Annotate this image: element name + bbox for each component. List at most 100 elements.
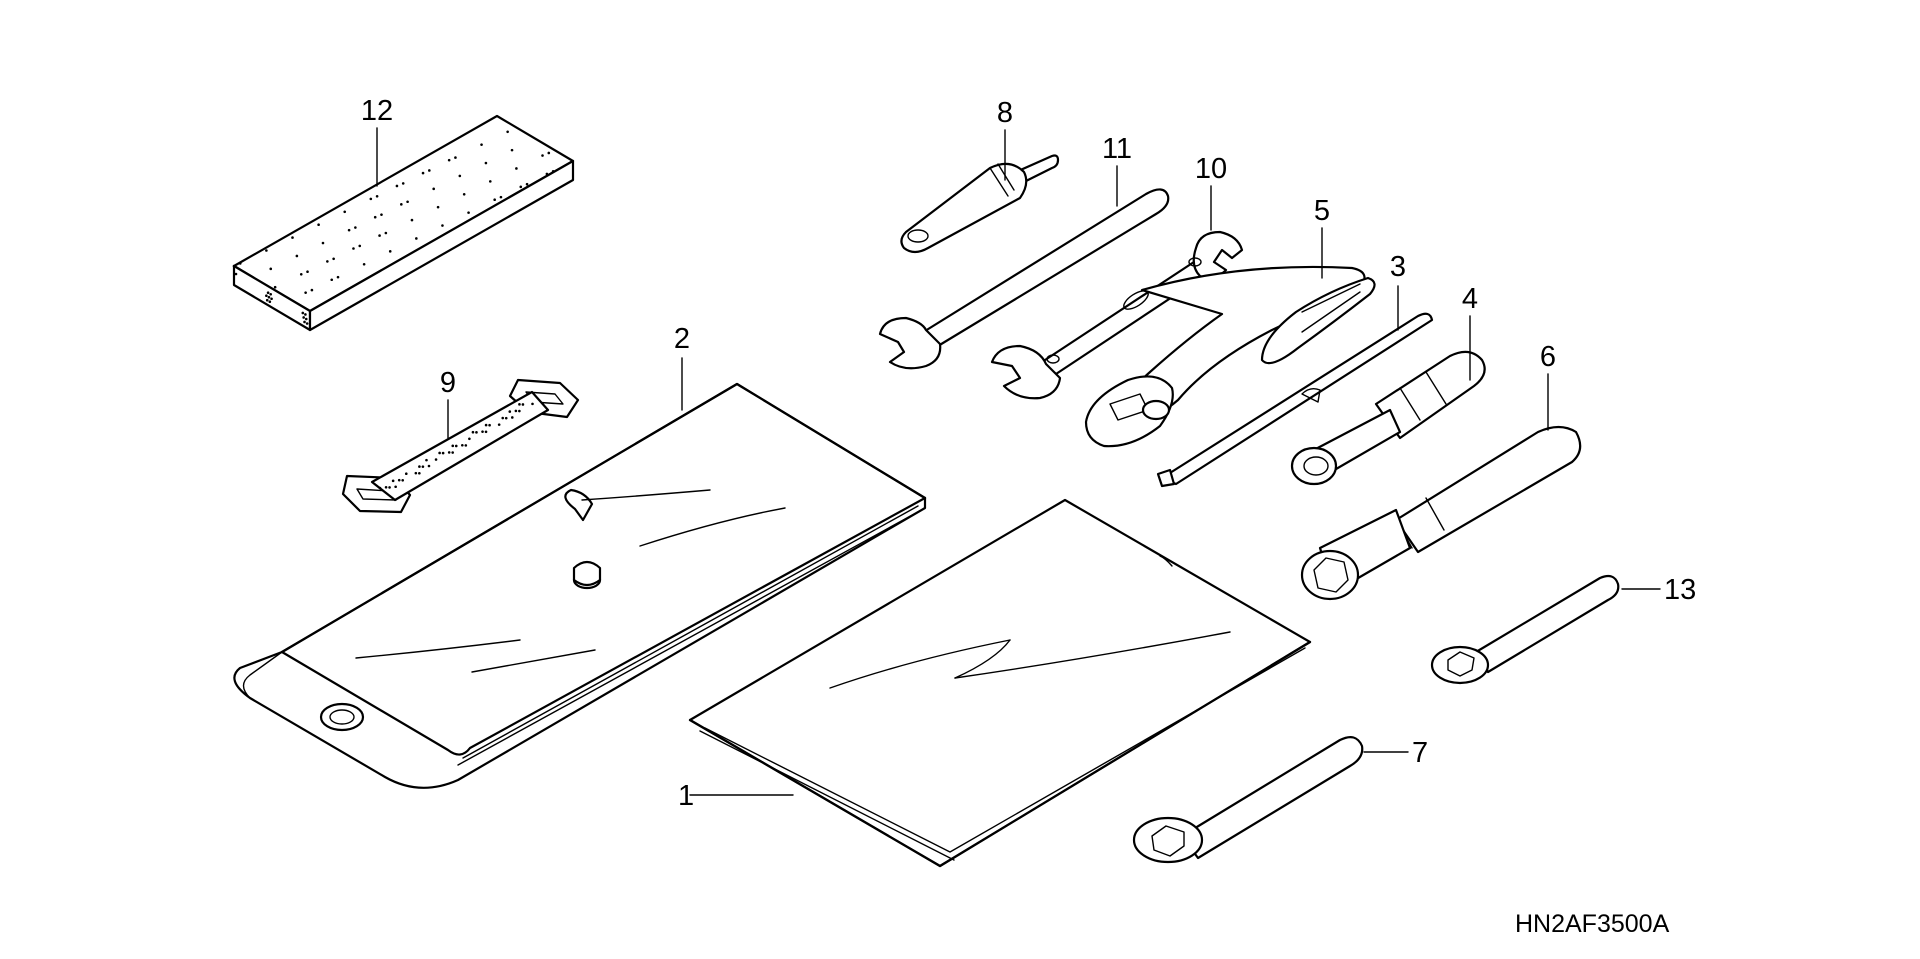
texture-dot xyxy=(441,451,445,455)
texture-dot xyxy=(499,195,503,199)
texture-dot xyxy=(295,254,299,258)
texture-dot xyxy=(384,486,388,489)
part-2-tool-bag xyxy=(233,382,927,789)
texture-dot xyxy=(267,295,271,299)
texture-dot xyxy=(358,244,362,248)
texture-dot xyxy=(481,430,484,433)
texture-dot xyxy=(394,485,397,489)
texture-dot xyxy=(332,257,335,261)
texture-dot xyxy=(531,402,534,406)
texture-dot xyxy=(238,262,242,265)
texture-dot xyxy=(418,465,421,468)
callout-9: 9 xyxy=(440,367,456,399)
texture-dot xyxy=(347,228,351,232)
callout-7: 7 xyxy=(1412,737,1428,769)
texture-dot xyxy=(421,171,425,175)
texture-dot xyxy=(484,423,488,427)
texture-dot xyxy=(428,169,431,172)
texture-dot xyxy=(447,451,451,454)
texture-dot xyxy=(273,285,277,289)
texture-dot xyxy=(461,443,464,447)
texture-dot xyxy=(354,226,357,229)
texture-dot xyxy=(234,272,238,276)
texture-dot xyxy=(432,187,435,191)
texture-dot xyxy=(427,464,431,468)
texture-dot xyxy=(310,288,314,292)
texture-dot xyxy=(326,260,329,263)
texture-dot xyxy=(265,249,268,252)
part-9-strap xyxy=(341,378,580,514)
texture-dot xyxy=(265,294,268,298)
texture-dot xyxy=(305,322,309,325)
texture-dot xyxy=(504,416,508,420)
texture-dot xyxy=(232,264,236,268)
texture-dot xyxy=(514,409,518,413)
texture-dot xyxy=(545,172,549,176)
texture-dot xyxy=(421,465,425,468)
texture-dot xyxy=(391,479,395,483)
callout-10: 10 xyxy=(1195,153,1227,185)
texture-dot xyxy=(352,247,355,250)
texture-dot xyxy=(362,262,366,266)
texture-dot xyxy=(265,298,269,302)
texture-dot xyxy=(467,211,470,214)
part-12-foam-pad xyxy=(232,114,575,332)
part-1-pouch xyxy=(688,498,1312,868)
texture-dot xyxy=(497,423,501,426)
texture-dot xyxy=(343,210,347,214)
texture-dot xyxy=(303,320,306,324)
texture-dot xyxy=(451,451,454,454)
callout-12: 12 xyxy=(361,95,393,127)
texture-dot xyxy=(301,311,305,315)
texture-dot xyxy=(501,416,505,420)
texture-dot xyxy=(475,431,478,434)
texture-dot xyxy=(454,444,458,448)
texture-dot xyxy=(397,478,401,482)
texture-dot xyxy=(401,478,405,482)
texture-dot xyxy=(521,403,525,406)
callout-1: 1 xyxy=(678,780,694,812)
callout-13: 13 xyxy=(1664,574,1696,606)
texture-dot xyxy=(508,410,512,413)
texture-dot xyxy=(418,471,421,475)
texture-dot xyxy=(434,458,438,461)
texture-dot xyxy=(510,148,514,152)
leader-lines xyxy=(376,127,1661,796)
texture-dot xyxy=(488,180,492,183)
callout-6: 6 xyxy=(1540,341,1556,373)
texture-dot xyxy=(384,231,388,235)
texture-dot xyxy=(541,154,544,157)
texture-dot xyxy=(380,213,383,216)
texture-dot xyxy=(270,297,273,301)
texture-dot xyxy=(395,184,399,188)
texture-dot xyxy=(302,316,305,319)
callout-11: 11 xyxy=(1102,133,1132,165)
texture-dot xyxy=(480,143,483,146)
texture-dot xyxy=(447,158,451,162)
callout-4: 4 xyxy=(1462,283,1478,315)
texture-dot xyxy=(268,300,272,304)
texture-dot xyxy=(269,267,273,271)
texture-dot xyxy=(493,198,496,202)
texture-dot xyxy=(510,416,514,419)
texture-dot xyxy=(266,291,270,295)
texture-dot xyxy=(551,170,555,173)
texture-dot xyxy=(269,292,272,296)
texture-dot xyxy=(519,185,523,189)
texture-dot xyxy=(306,270,309,274)
texture-dot xyxy=(441,224,444,227)
texture-dot xyxy=(515,167,518,170)
part-7-spanner xyxy=(1132,735,1364,864)
texture-dot xyxy=(454,156,457,159)
texture-dot xyxy=(425,458,428,462)
part-11-wrench xyxy=(878,188,1170,370)
texture-dot xyxy=(304,291,307,294)
texture-dot xyxy=(330,278,334,282)
texture-dot xyxy=(373,215,377,219)
texture-dot xyxy=(378,486,382,490)
texture-dot xyxy=(415,237,418,240)
part-6-box-wrench xyxy=(1300,425,1582,601)
texture-dot xyxy=(458,174,462,178)
texture-dot xyxy=(401,182,405,185)
texture-dot xyxy=(436,205,440,209)
